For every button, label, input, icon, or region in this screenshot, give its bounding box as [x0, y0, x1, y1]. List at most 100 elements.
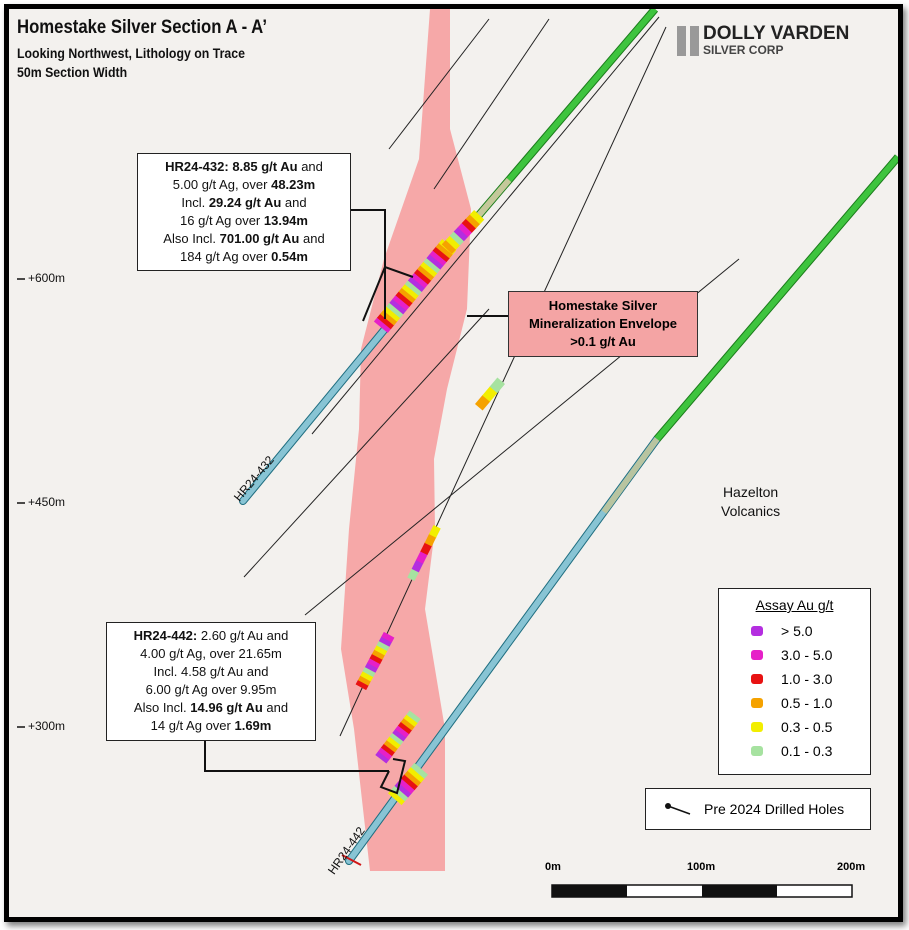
assay-interval [369, 653, 383, 665]
assay-interval [489, 377, 506, 394]
pre-2024-hole [433, 18, 550, 190]
assay-interval [410, 272, 429, 289]
elevation-ticks [17, 278, 25, 728]
assay-interval [404, 770, 422, 787]
assay-interval [398, 287, 416, 304]
assay-interval [426, 253, 444, 270]
assay-interval [417, 265, 435, 281]
assay-interval [457, 222, 473, 238]
pre-2024-hole [243, 308, 490, 578]
assay-interval [420, 542, 433, 556]
legend-label: 0.5 - 1.0 [781, 695, 833, 711]
assay-interval [389, 298, 407, 315]
assay-interval [441, 239, 457, 255]
assay-interval [364, 662, 379, 673]
assay-interval [378, 747, 393, 760]
assay-interval [380, 743, 396, 757]
assay-interval [355, 679, 369, 691]
mineralization-envelope [341, 9, 471, 871]
assay-interval [375, 750, 390, 764]
legend-swatch [751, 650, 763, 660]
assay-interval [400, 717, 416, 731]
assay-interval [388, 789, 406, 806]
assay-interval [414, 268, 432, 285]
elevation-600: +600m [28, 271, 66, 285]
assay-interval [428, 524, 441, 538]
assay-interval [386, 302, 404, 319]
callout-hr24-442: HR24-442: 2.60 g/t Au and 4.00 g/t Ag, o… [106, 622, 316, 741]
legend-swatch [751, 746, 763, 756]
assay-interval [397, 777, 415, 794]
assay-interval [445, 235, 461, 250]
assay-interval [383, 739, 399, 753]
assay-interval [376, 313, 395, 330]
legend-label: 3.0 - 5.0 [781, 647, 833, 663]
callout-leaders [204, 209, 508, 795]
section-map: Homestake Silver Section A - A’ Looking … [4, 4, 903, 922]
assay-interval [406, 710, 421, 724]
pre-2024-holes [243, 16, 740, 737]
legend-item: 0.5 - 1.0 [719, 691, 870, 715]
callout-hr24-432: HR24-432: 8.85 g/t Au and 5.00 g/t Ag, o… [137, 153, 351, 271]
scale-label-0: 0m [545, 861, 561, 873]
assay-interval [404, 280, 423, 296]
assay-interval [389, 732, 404, 746]
assay-interval [420, 261, 438, 278]
legend-title: Assay Au g/t [755, 597, 834, 613]
scale-label-200: 200m [837, 861, 866, 873]
assay-interval [362, 666, 376, 678]
subtitle-orientation: Looking Northwest, Lithology on Trace [17, 45, 245, 61]
legend-swatch [751, 626, 763, 636]
assay-interval [381, 631, 395, 643]
assay-legend: Assay Au g/t > 5.0 3.0 - 5.0 1.0 - 3.0 0.5 … [718, 588, 871, 775]
logo-line1: DOLLY VARDEN [703, 23, 850, 44]
legend-swatch [751, 674, 763, 684]
assay-interval [401, 283, 420, 300]
assay-interval [415, 550, 428, 564]
assay-interval [383, 306, 401, 322]
logo-icon [677, 26, 699, 56]
legend-label: 1.0 - 3.0 [781, 671, 833, 687]
assay-interval [386, 736, 401, 749]
assay-interval [432, 246, 450, 263]
assay-interval [374, 644, 388, 656]
assay-interval [392, 294, 410, 311]
assay-interval [395, 725, 410, 738]
assay-interval [423, 257, 441, 274]
assay-interval [449, 231, 465, 246]
drillhole-line-icon [665, 803, 691, 815]
assay-interval [469, 209, 485, 225]
assay-interval [371, 649, 386, 660]
assay-interval [378, 636, 393, 647]
assay-interval [482, 386, 498, 402]
assay-interval [376, 640, 390, 652]
assay-interval [373, 317, 392, 333]
page-title: Homestake Silver Section A - A’ [17, 17, 267, 38]
assay-interval [360, 670, 374, 682]
assay-interval [401, 774, 419, 791]
assay-interval [429, 250, 447, 266]
assay-interval [403, 714, 418, 727]
legend-item: 1.0 - 3.0 [719, 667, 870, 691]
assay-interval [461, 218, 477, 233]
legend-item: > 5.0 [719, 619, 870, 643]
pre-2024-hole [311, 16, 660, 435]
assay-interval [357, 675, 372, 686]
assay-intervals [355, 209, 506, 806]
legend-swatch [751, 698, 763, 708]
legend-label: > 5.0 [781, 623, 813, 639]
pre-2024-label: Pre 2024 Drilled Holes [704, 801, 845, 817]
scale-bar [551, 884, 853, 898]
assay-interval [391, 785, 409, 802]
pre-2024-hole [388, 18, 490, 150]
pre-2024-legend: Pre 2024 Drilled Holes [645, 788, 871, 830]
logo-line2: SILVER CORP [703, 43, 784, 57]
legend-label: 0.3 - 0.5 [781, 719, 833, 735]
pre-2024-hole [339, 26, 667, 737]
assay-interval [465, 214, 481, 229]
assay-interval [392, 728, 407, 742]
legend-item: 0.3 - 0.5 [719, 715, 870, 739]
scale-label-100: 100m [687, 861, 716, 873]
